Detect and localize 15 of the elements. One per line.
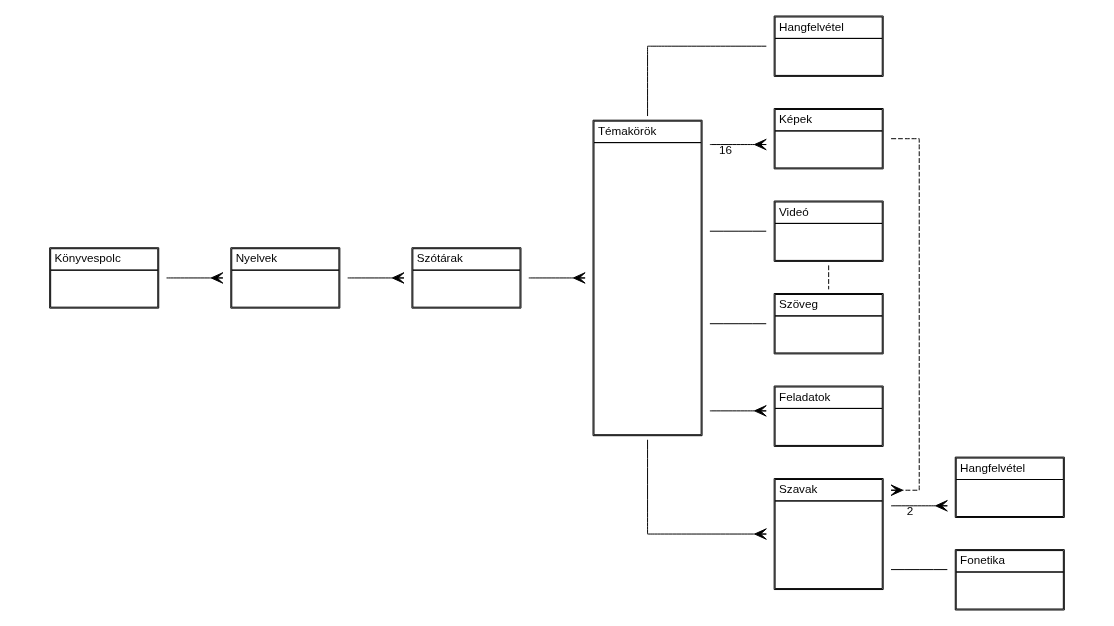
connector <box>709 405 767 417</box>
connector <box>828 264 830 290</box>
connector <box>890 500 948 512</box>
connector <box>347 272 405 284</box>
edge-label: 2 <box>906 504 914 518</box>
connector <box>647 439 767 540</box>
connector <box>890 138 920 496</box>
connector <box>166 272 224 284</box>
connector <box>709 323 767 325</box>
connector <box>709 138 767 151</box>
edge-label: 16 <box>718 142 732 156</box>
connector <box>709 230 767 232</box>
connector <box>528 272 586 284</box>
connector <box>647 45 767 117</box>
connector <box>890 569 948 571</box>
